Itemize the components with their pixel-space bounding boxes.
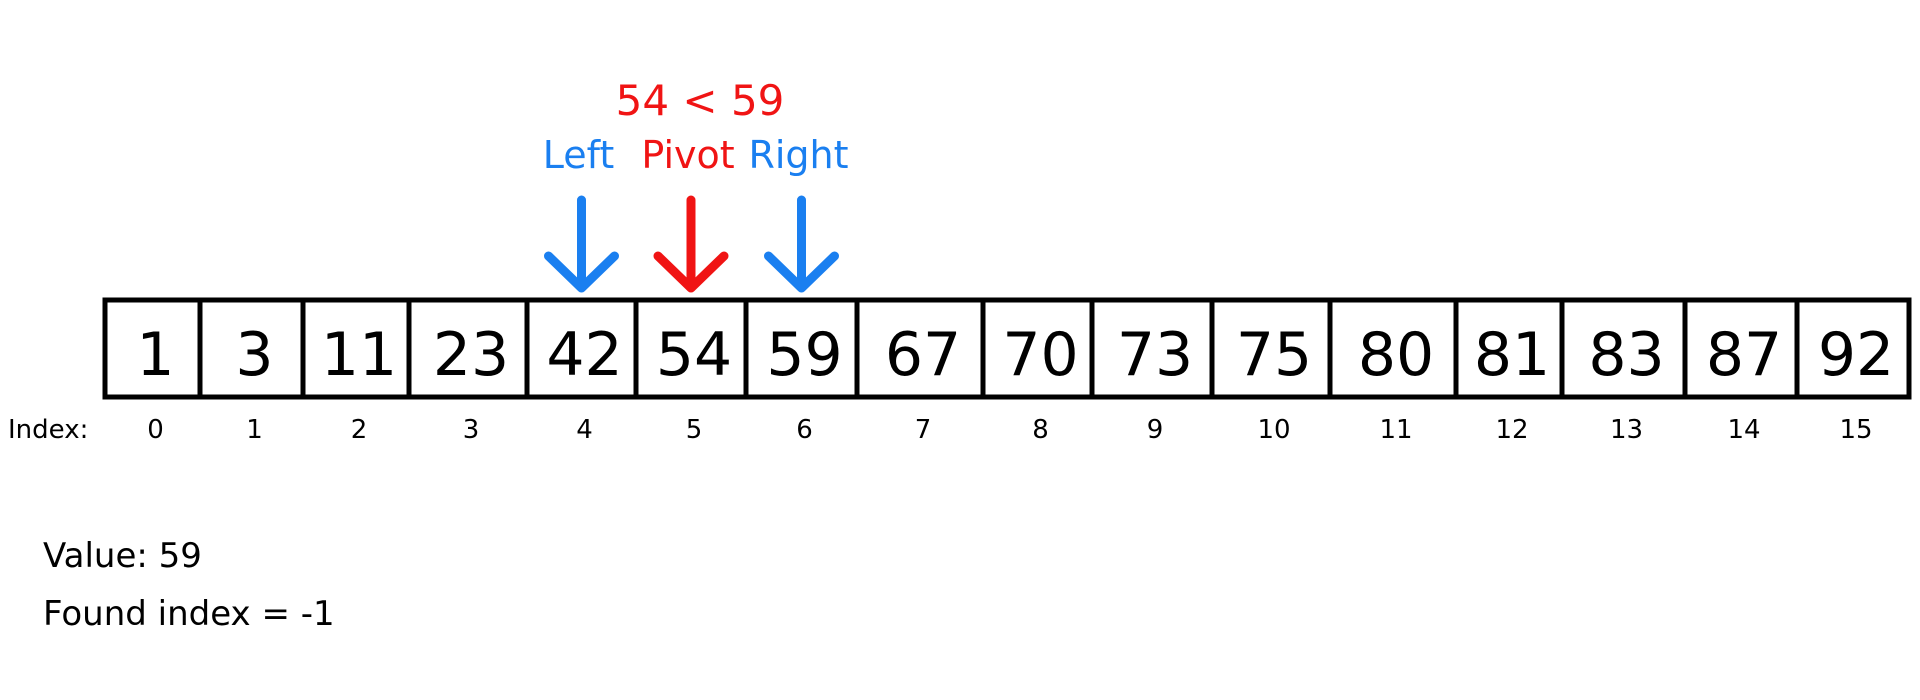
- pointer-label: Pivot: [641, 133, 734, 177]
- down-arrow-icon: [653, 195, 729, 293]
- found-index-value: -1: [300, 594, 335, 634]
- pointer-label: Right: [748, 133, 848, 177]
- array-cell-value: 3: [235, 320, 273, 390]
- value-line: Value: 59: [43, 536, 202, 576]
- index-number: 7: [915, 415, 932, 445]
- pointer-left: Left: [543, 133, 619, 293]
- index-row-label: Index:: [8, 415, 88, 445]
- array-cell-value: 81: [1474, 320, 1550, 390]
- pointer-markers: Left Pivot Right: [543, 133, 849, 293]
- array-cell-value: 42: [546, 320, 622, 390]
- found-index-label: Found index =: [43, 594, 290, 634]
- value-number: 59: [158, 536, 202, 576]
- array-cell-value: 67: [885, 320, 961, 390]
- array-cell-value: 80: [1358, 320, 1434, 390]
- value-label: Value:: [43, 536, 148, 576]
- comparison-label: 54 < 59: [616, 76, 785, 125]
- array-outline: [102, 297, 1912, 400]
- index-number: 12: [1495, 415, 1528, 445]
- array-cell-value: 75: [1236, 320, 1312, 390]
- array-cell-value: 54: [656, 320, 732, 390]
- index-number: 8: [1032, 415, 1049, 445]
- array-cell-value: 70: [1002, 320, 1078, 390]
- array-cell-value: 11: [321, 320, 397, 390]
- pointer-pivot: Pivot: [641, 133, 735, 293]
- found-index-line: Found index = -1: [43, 594, 335, 634]
- index-number: 5: [686, 415, 703, 445]
- index-number: 15: [1839, 415, 1872, 445]
- index-number: 13: [1610, 415, 1643, 445]
- index-number: 14: [1727, 415, 1760, 445]
- down-arrow-icon: [544, 195, 619, 293]
- array-cell-value: 1: [136, 320, 174, 390]
- index-number: 3: [463, 415, 480, 445]
- index-number: 9: [1147, 415, 1164, 445]
- index-number: 11: [1379, 415, 1412, 445]
- array-cell-value: 92: [1818, 320, 1894, 390]
- index-number: 6: [796, 415, 813, 445]
- array-cell-value: 73: [1117, 320, 1193, 390]
- array-cell-value: 23: [433, 320, 509, 390]
- pointer-right: Right: [748, 133, 849, 293]
- index-number: 1: [246, 415, 263, 445]
- index-number: 0: [147, 415, 164, 445]
- index-number: 4: [576, 415, 593, 445]
- array-cell-value: 87: [1706, 320, 1782, 390]
- array-cell-value: 59: [766, 320, 842, 390]
- array-cell-value: 83: [1588, 320, 1664, 390]
- pointer-label: Left: [543, 133, 615, 177]
- index-number: 2: [351, 415, 368, 445]
- index-number: 10: [1257, 415, 1290, 445]
- down-arrow-icon: [764, 195, 839, 293]
